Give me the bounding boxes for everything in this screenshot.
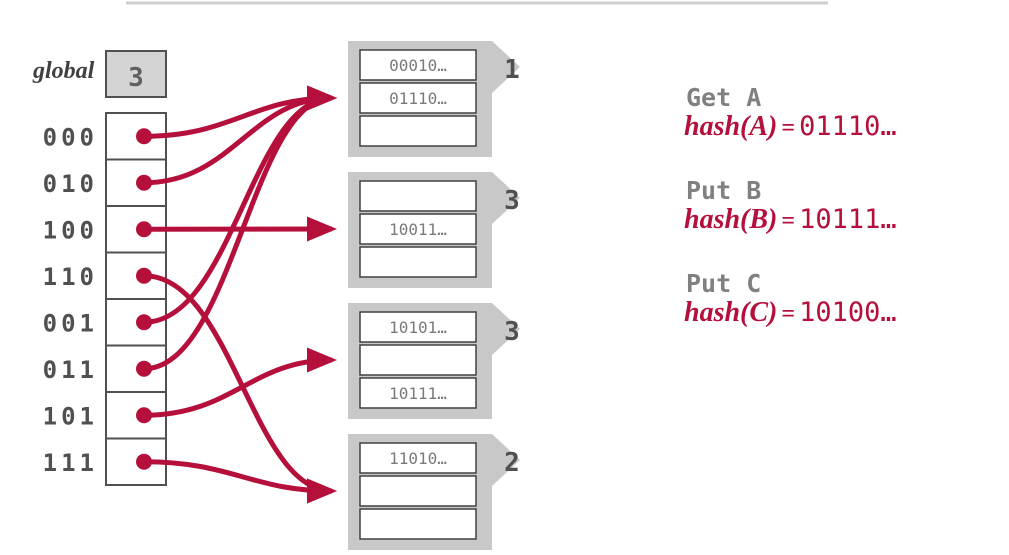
bucket-local-depth: 3 (504, 317, 520, 347)
operation-get-a: Get A hash(A)=01110… (684, 84, 1004, 145)
operations-panel: Get A hash(A)=01110… Put B hash(B)=10111… (684, 84, 1004, 363)
bucket-depth-tab (492, 41, 520, 93)
op-hash-line: hash(C)=10100… (684, 298, 1004, 331)
op-hash-line: hash(A)=01110… (684, 112, 1004, 145)
bucket-slot-key: 10011… (389, 220, 447, 239)
bucket-slot (359, 115, 477, 147)
bucket-slot (359, 49, 477, 81)
directory-bits-label: 000 (43, 123, 98, 151)
directory-bits-label: 010 (43, 170, 98, 198)
bucket: 3 10101… 10111… (348, 303, 520, 419)
bucket-slot-key: 01110… (389, 89, 447, 108)
bucket-slot-key: 10111… (389, 384, 447, 403)
bucket: 1 00010… 01110… (348, 41, 520, 157)
global-depth-box (105, 50, 167, 98)
bucket-slot (359, 246, 477, 278)
op-command: Put C (686, 269, 762, 298)
bucket-local-depth: 3 (504, 186, 520, 216)
op-equals: = (781, 208, 796, 234)
op-hash-fn: hash(A) (684, 111, 778, 142)
directory-pointer-arrow (143, 85, 337, 325)
operation-put-b: Put B hash(B)=10111… (684, 177, 1004, 238)
op-hash-value: 01110… (799, 111, 897, 142)
directory-pointer-arrow (143, 459, 337, 504)
op-equals: = (781, 115, 796, 141)
op-command: Put B (686, 176, 762, 205)
operation-put-c: Put C hash(C)=10100… (684, 270, 1004, 331)
bucket-slot (359, 180, 477, 212)
op-hash-value: 10100… (799, 297, 897, 328)
bucket-slot (359, 377, 477, 409)
bucket-depth-tab (492, 172, 520, 224)
op-hash-line: hash(B)=10111… (684, 205, 1004, 238)
bucket-depth-tab (492, 303, 520, 355)
directory-bits-label: 110 (43, 263, 98, 291)
directory-bits-label: 011 (43, 356, 98, 384)
bucket-slot-key: 00010… (389, 56, 447, 75)
bucket-local-depth: 1 (504, 55, 520, 85)
bucket-slot (359, 442, 477, 474)
bucket-slot (359, 311, 477, 343)
directory-pointer-arrow (143, 347, 337, 418)
global-depth-value: 3 (128, 63, 144, 93)
directory-bits-label: 001 (43, 309, 98, 337)
bucket: 2 11010… (348, 434, 520, 550)
bucket-slot-key: 11010… (389, 449, 447, 468)
bucket-slot (359, 82, 477, 114)
bucket-depth-tab (492, 434, 520, 486)
directory-bits-label: 100 (43, 216, 98, 244)
op-command: Get A (686, 83, 762, 112)
directory-bits-label: 101 (43, 402, 98, 430)
directory-pointer-arrow (143, 85, 337, 372)
bucket: 3 10011… (348, 172, 520, 288)
op-equals: = (781, 301, 796, 327)
directory-pointer-arrow (143, 273, 337, 504)
bucket-slot-key: 10101… (389, 318, 447, 337)
directory-bits-label: 111 (43, 449, 98, 477)
bucket-slot (359, 475, 477, 507)
bucket-slot (359, 213, 477, 245)
op-hash-fn: hash(C) (684, 297, 778, 328)
global-label: global (32, 58, 95, 84)
directory-pointer-arrow (143, 85, 337, 186)
bucket-slot (359, 344, 477, 376)
bucket-local-depth: 2 (504, 448, 520, 478)
op-hash-fn: hash(B) (684, 204, 778, 235)
bucket-slot (359, 508, 477, 540)
op-hash-value: 10111… (799, 204, 897, 235)
